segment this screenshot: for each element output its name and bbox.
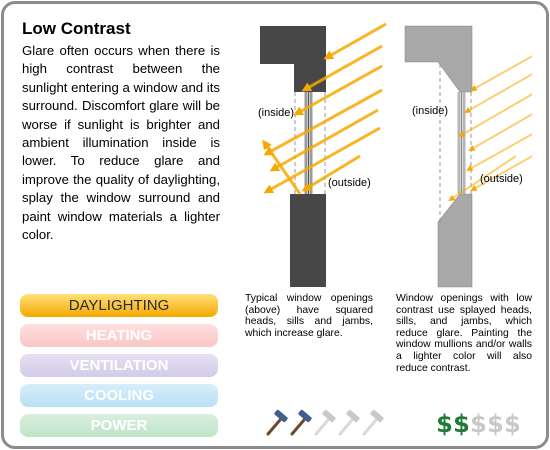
- outside-label-left: (outside): [328, 177, 371, 189]
- dollar-icon: $: [453, 410, 470, 438]
- sun-ray: [262, 139, 302, 195]
- squared-window-diagram: (inside) (outside): [258, 22, 387, 287]
- caption-splayed: Window openings with low contrast use sp…: [396, 293, 532, 374]
- dollar-icon: $: [436, 410, 453, 438]
- hammer-icon: [266, 409, 288, 436]
- hammer-icon: [338, 409, 360, 436]
- page-title: Low Contrast: [22, 19, 131, 38]
- wall-sill-squared: [290, 194, 326, 287]
- sun-ray: [466, 133, 532, 171]
- sun-ray: [301, 44, 383, 92]
- cost-rating: $$$$$: [436, 408, 521, 440]
- sun-rays-left: [262, 22, 387, 195]
- dollar-icon: $: [487, 410, 504, 438]
- caption-squared: Typical window openings (above) have squ…: [245, 293, 373, 339]
- sun-ray: [263, 126, 381, 194]
- window-diagrams: (inside) (outside) (inside) (outside): [258, 22, 532, 288]
- outside-label-right: (outside): [480, 173, 523, 185]
- sun-ray: [448, 155, 517, 202]
- dollar-icon: $: [504, 410, 521, 438]
- sun-ray: [470, 155, 532, 191]
- sun-ray: [293, 64, 383, 116]
- sun-ray: [263, 88, 383, 156]
- sun-ray: [470, 55, 532, 91]
- nav-cooling-button[interactable]: COOLING: [20, 384, 218, 407]
- sun-rays-right: [448, 55, 532, 202]
- nav-power-button[interactable]: POWER: [20, 414, 218, 437]
- sun-ray: [458, 93, 532, 137]
- effort-rating: [266, 409, 384, 436]
- hammer-icon: [362, 409, 384, 436]
- sun-ray: [301, 154, 361, 192]
- hammer-icon: [314, 409, 336, 436]
- wall-head-squared: [260, 26, 326, 92]
- description-text: Glare often occurs when there is high co…: [22, 43, 220, 243]
- nav-ventilation-button[interactable]: VENTILATION: [20, 354, 218, 377]
- sun-ray: [468, 113, 532, 151]
- sun-ray: [269, 108, 379, 172]
- hammer-icon: [290, 409, 312, 436]
- nav-daylighting-button[interactable]: DAYLIGHTING: [20, 294, 218, 317]
- dollar-icon: $: [470, 410, 487, 438]
- inside-label-right: (inside): [412, 105, 448, 117]
- nav-heating-button[interactable]: HEATING: [20, 324, 218, 347]
- sun-ray: [464, 73, 532, 113]
- splayed-window-diagram: (inside) (outside): [404, 25, 532, 288]
- sun-ray: [323, 22, 387, 60]
- inside-label-left: (inside): [258, 107, 294, 119]
- wall-sill-splayed: [437, 193, 473, 288]
- wall-head-splayed: [404, 25, 473, 93]
